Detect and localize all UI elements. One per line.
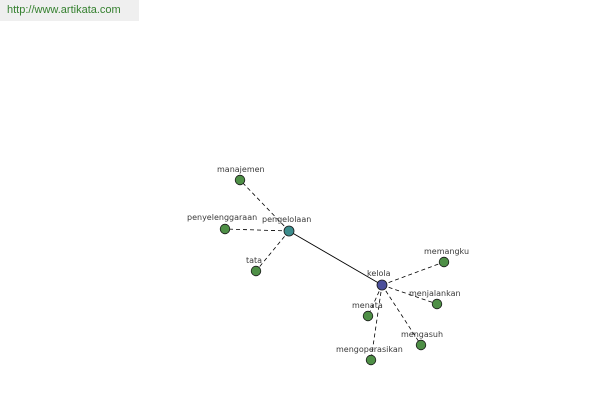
nodes-layer — [219, 174, 450, 366]
node-label-mengasuh: mengasuh — [401, 330, 443, 339]
node-label-mengoperasikan: mengoperasikan — [336, 345, 403, 354]
node-menjalankan[interactable] — [431, 298, 443, 310]
node-label-manajemen: manajemen — [217, 165, 265, 174]
node-menata[interactable] — [362, 310, 374, 322]
edge-pengelolaan-tata — [255, 230, 290, 272]
node-label-penyelenggaraan: penyelenggaraan — [187, 213, 257, 222]
node-pengelolaan[interactable] — [283, 225, 295, 237]
node-mengasuh[interactable] — [415, 339, 427, 351]
node-label-pengelolaan: pengelolaan — [262, 215, 311, 224]
node-label-tata: tata — [246, 256, 262, 265]
edge-kelola-mengasuh — [381, 284, 422, 346]
node-label-kelola: kelola — [367, 269, 391, 278]
edge-kelola-menata — [367, 284, 383, 317]
node-mengoperasikan[interactable] — [365, 354, 377, 366]
edge-pengelolaan-penyelenggaraan — [224, 228, 290, 232]
node-memangku[interactable] — [438, 256, 450, 268]
node-kelola[interactable] — [376, 279, 388, 291]
node-label-menjalankan: menjalankan — [409, 289, 461, 298]
edges-layer — [224, 179, 445, 361]
edge-kelola-memangku — [381, 261, 445, 286]
node-label-memangku: memangku — [424, 247, 469, 256]
node-label-menata: menata — [352, 301, 383, 310]
edge-kelola-pengelolaan — [288, 230, 383, 286]
node-penyelenggaraan[interactable] — [219, 223, 231, 235]
edge-kelola-mengoperasikan — [370, 284, 383, 361]
edge-kelola-menjalankan — [381, 284, 438, 305]
node-manajemen[interactable] — [234, 174, 246, 186]
source-bar: http://www.artikata.com — [0, 0, 139, 21]
edge-pengelolaan-manajemen — [239, 179, 290, 232]
source-link[interactable]: http://www.artikata.com — [7, 4, 121, 16]
labels-layer: kelola pengelolaan manajemen penyelenggaraa… — [187, 165, 469, 354]
node-tata[interactable] — [250, 265, 262, 277]
